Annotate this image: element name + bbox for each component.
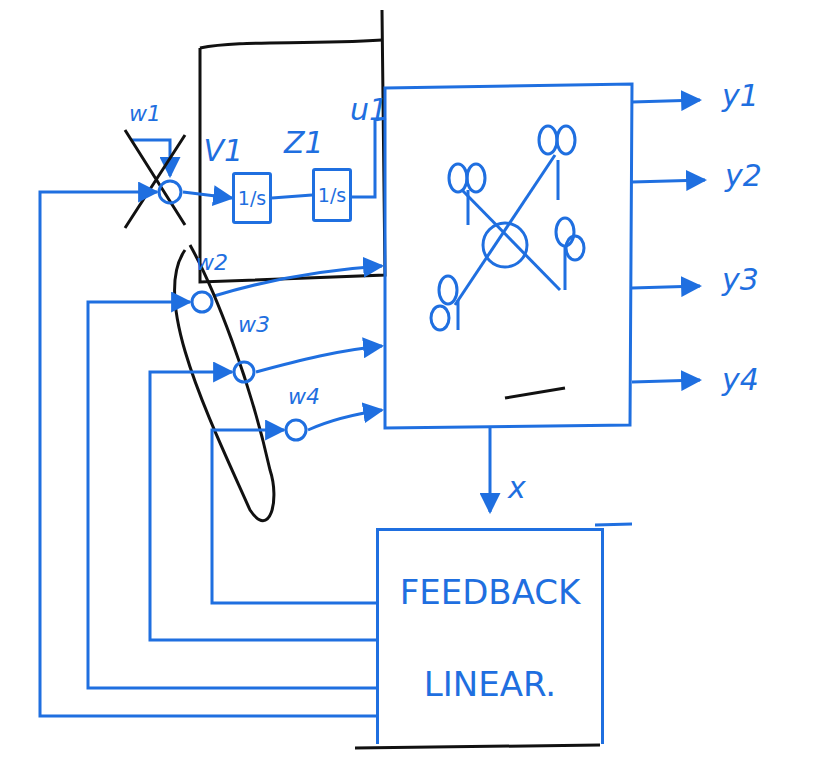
signal-label: V1 — [204, 133, 244, 168]
group-box — [200, 10, 385, 282]
underline — [505, 388, 565, 398]
junction-circle — [192, 292, 212, 312]
signal-connector — [212, 430, 376, 603]
plant-box — [385, 84, 632, 428]
integrator-box: 1/s — [232, 172, 272, 224]
signal-name: w2 — [196, 250, 228, 275]
output-arrows — [632, 100, 705, 382]
signal-connector — [272, 195, 312, 198]
junction-circle — [286, 420, 306, 440]
junction-circle — [159, 181, 181, 203]
integrator-box: 1/s — [312, 168, 352, 222]
summing-junction: w1 — [157, 179, 183, 205]
block-text: FEEDBACK LINEAR. — [387, 546, 593, 730]
signal-label: y2 — [725, 158, 762, 193]
plant-inputs — [132, 118, 386, 430]
summing-junction: w2 — [190, 290, 214, 314]
junction-outline — [157, 179, 183, 205]
signal-name: w1 — [129, 101, 161, 126]
signal-connector — [183, 192, 232, 198]
feedback-block: FEEDBACK LINEAR. — [376, 528, 604, 744]
signal-name: w4 — [288, 384, 320, 409]
cross-mark — [125, 130, 185, 228]
underline — [355, 745, 600, 748]
signal-label: u1 — [350, 92, 388, 127]
junction-circle — [234, 362, 254, 382]
signal-label: y3 — [722, 262, 759, 297]
quadcopter-sketch — [431, 126, 584, 330]
junction-outline — [232, 360, 256, 384]
signal-label: x — [508, 470, 526, 505]
junction-outline — [190, 290, 214, 314]
signal-connector — [40, 192, 376, 716]
signal-label: y1 — [722, 78, 759, 113]
group-box-top — [200, 40, 382, 48]
signal-connector — [150, 372, 376, 640]
summing-junction: w3 — [232, 360, 256, 384]
signal-label: Z1 — [284, 125, 324, 160]
bracket-oval — [174, 245, 273, 521]
signal-connector — [88, 302, 376, 688]
state-arrow — [489, 428, 492, 512]
block-text: 1/s — [238, 187, 266, 209]
block-text: 1/s — [318, 184, 346, 206]
junction-outline — [284, 418, 308, 442]
box-extension — [595, 524, 632, 525]
summing-junction: w4 — [284, 418, 308, 442]
signal-label: y4 — [722, 362, 759, 397]
signal-name: w3 — [238, 312, 270, 337]
